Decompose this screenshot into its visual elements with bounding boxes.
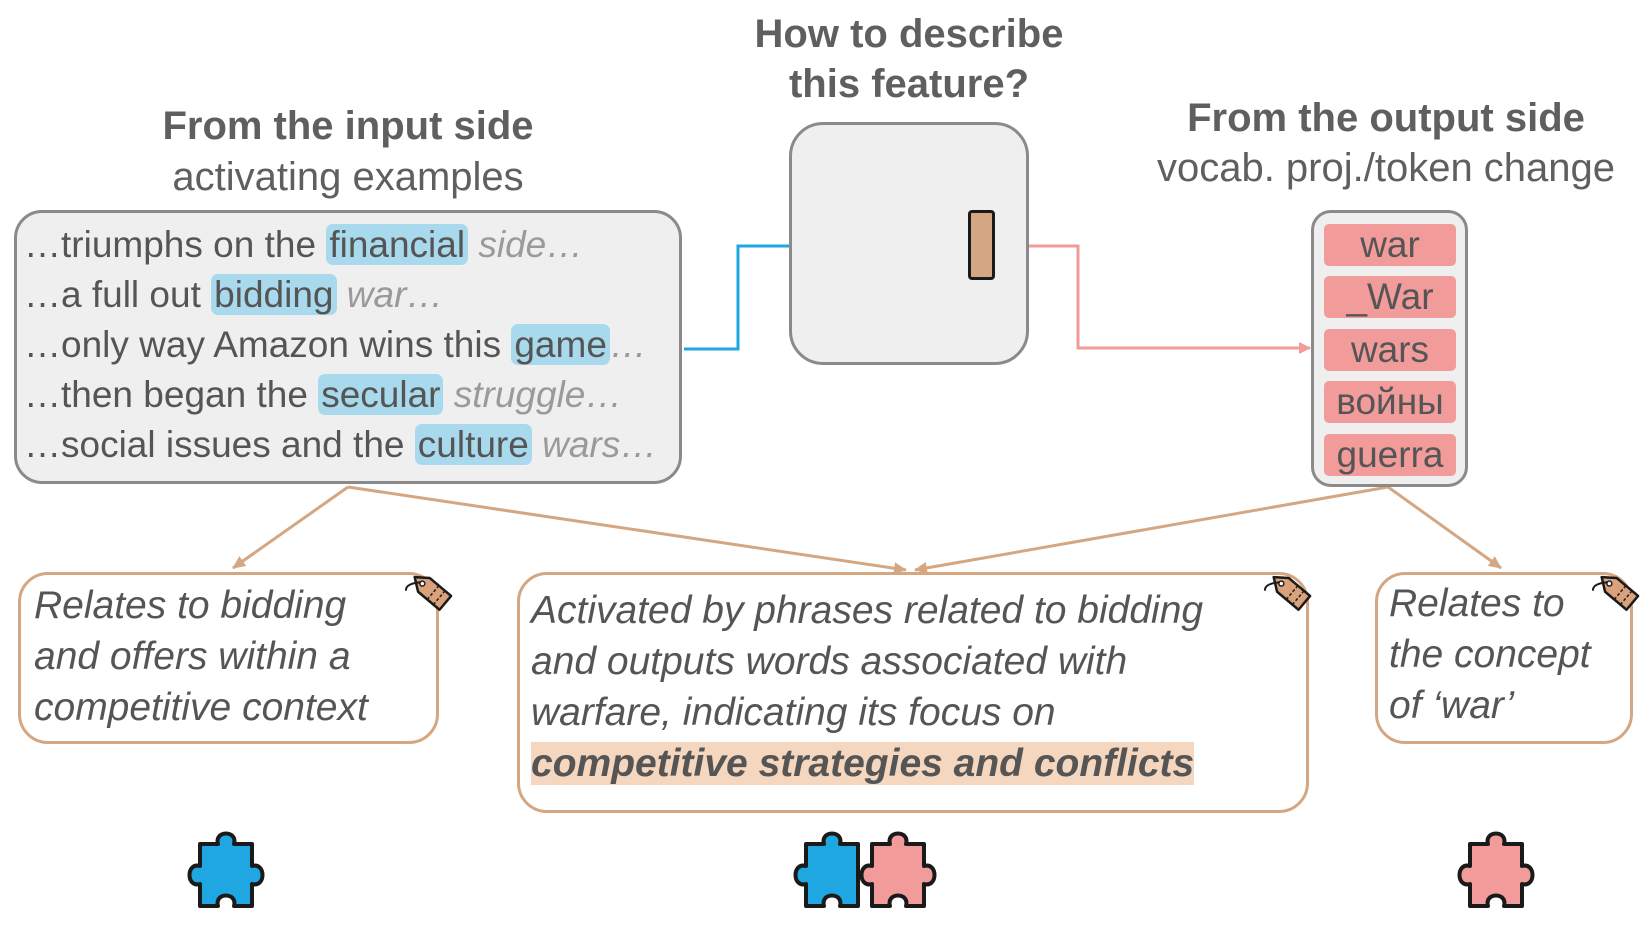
output-description-text: Relates to the concept of ‘war’ [1389, 582, 1591, 727]
center-question-line1: How to describe [754, 12, 1064, 56]
feature-neuron [968, 210, 995, 280]
input-description-box [18, 572, 439, 744]
example-line-4: …then began the secular struggle… [24, 374, 623, 415]
output-to-middle-desc-arrow [914, 485, 1389, 574]
activating-token: game [511, 324, 610, 365]
example-line-2: …a full out bidding war… [24, 274, 444, 315]
combined-description-text: Activated by phrases related to bidding … [531, 589, 1204, 785]
combined-description-emphasis: competitive strategies and conflicts [531, 742, 1195, 785]
output-token: wars [1324, 329, 1456, 371]
output-to-right-desc-arrow [1387, 485, 1502, 570]
feature-to-output-arrow [997, 244, 1311, 354]
input-description-text: Relates to bidding and offers within a c… [34, 584, 368, 729]
activating-token: secular [318, 374, 444, 415]
output-token: guerra [1324, 434, 1456, 476]
output-description-box [1375, 572, 1633, 744]
output-token: _War [1324, 276, 1456, 318]
output-side-subtitle: vocab. proj./token change [1156, 146, 1616, 190]
input-to-middle-desc-arrow [347, 485, 907, 575]
output-token: war [1324, 224, 1456, 266]
activating-token: bidding [211, 274, 337, 315]
center-question-line2: this feature? [788, 62, 1030, 106]
input-side-title: From the input side [162, 104, 534, 148]
output-side-title: From the output side [1187, 96, 1585, 140]
output-tokens-box: war _War wars войны guerra [1311, 210, 1468, 487]
example-line-3: …only way Amazon wins this game… [24, 324, 647, 365]
input-to-left-desc-arrow [232, 485, 349, 570]
activating-token: financial [326, 224, 469, 265]
input-side-subtitle: activating examples [172, 155, 524, 199]
output-token: войны [1324, 381, 1456, 423]
activating-token: culture [414, 424, 532, 465]
example-line-1: …triumphs on the financial side… [24, 224, 584, 265]
example-line-5: …social issues and the culture wars… [24, 424, 658, 465]
